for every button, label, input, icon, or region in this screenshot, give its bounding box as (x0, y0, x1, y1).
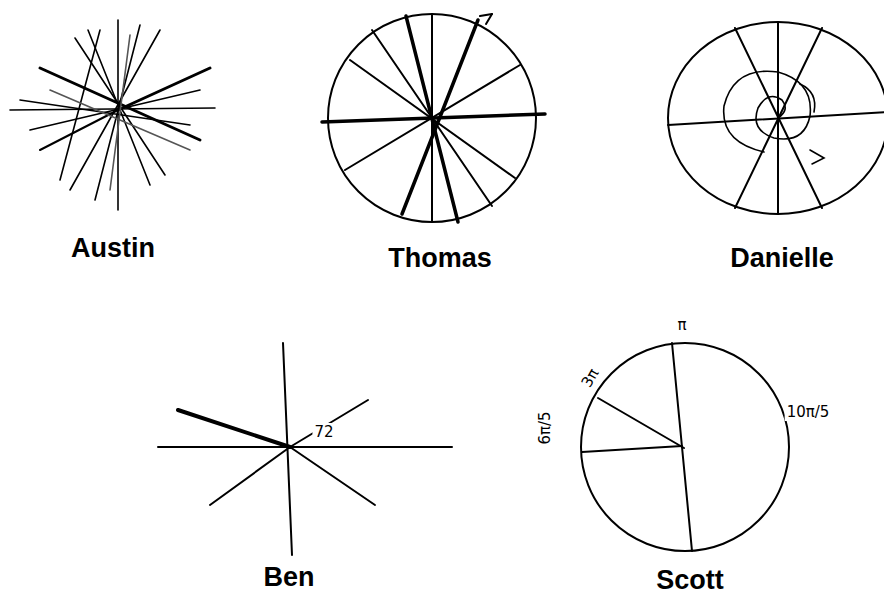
ben-sketch (158, 343, 452, 555)
thomas-sketch (322, 14, 545, 222)
sketch-name: Danielle (730, 243, 834, 274)
sketch-name: Austin (71, 233, 155, 264)
angle-label: 6π/5 (536, 409, 554, 446)
scott-sketch (581, 343, 789, 551)
angle-label: 10π/5 (785, 403, 832, 421)
sketch-name: Scott (656, 565, 724, 596)
angle-label: π (675, 316, 688, 334)
sketch-name: Ben (263, 562, 314, 593)
angle-label: 72 (312, 423, 335, 441)
austin-sketch (10, 20, 215, 210)
sketch-name: Thomas (388, 243, 492, 274)
danielle-sketch (668, 22, 884, 214)
